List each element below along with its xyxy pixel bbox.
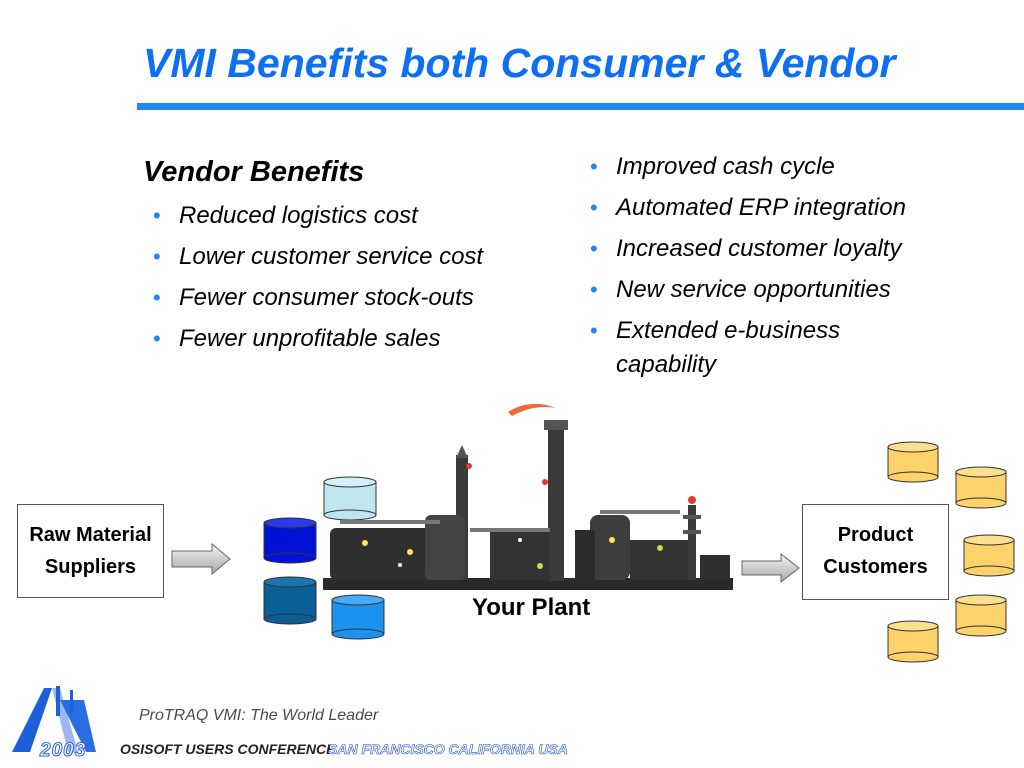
bullet-icon: • [590,195,598,220]
conference-year: 2003 [39,740,87,762]
list-item: •Reduced logistics cost [143,199,563,233]
list-item: •Increased customer loyalty [580,232,1000,266]
product-cylinder-icon [887,441,939,483]
product-customers-box: Product Customers [802,504,949,600]
list-item: •Fewer unprofitable sales [143,322,563,356]
vendor-benefits-heading: Vendor Benefits [143,156,365,188]
list-item: •Improved cash cycle [580,150,1000,184]
conference-logo-icon [12,686,96,752]
list-item: •Lower customer service cost [143,240,563,274]
list-item: •Automated ERP integration [580,191,1000,225]
bullet-icon: • [590,318,598,343]
arrow-to-customers-icon [741,552,800,584]
light-cyan-cylinder-icon [323,476,377,521]
product-cylinder-icon [955,466,1007,509]
supplier-label-line2: Suppliers [44,556,137,578]
product-cylinder-icon [955,594,1007,637]
plant-label: Your Plant [472,594,591,621]
arrow-to-plant-icon [171,542,231,576]
slide-title: VMI Benefits both Consumer & Vendor [143,40,896,86]
bullet-icon: • [590,236,598,261]
bullet-icon: • [153,326,161,351]
sky-blue-cylinder-icon [331,594,385,640]
list-item: •Extended e-business capability [580,314,916,382]
customer-label-line2: Customers [823,556,928,578]
blue-cylinder-icon [263,517,317,564]
more-benefits-list: •Improved cash cycle •Automated ERP inte… [580,150,1000,389]
footer-tagline: ProTRAQ VMI: The World Leader [139,707,379,724]
plant-icon [323,403,733,590]
title-underline [137,103,1024,110]
list-item: •New service opportunities [580,273,1000,307]
conference-location: SAN FRANCISCO CALIFORNIA USA [328,741,568,758]
customer-label-line1: Product [837,524,914,546]
vendor-benefits-list: •Reduced logistics cost •Lower customer … [143,199,563,363]
product-cylinder-icon [963,534,1015,577]
bullet-icon: • [153,285,161,310]
bullet-icon: • [590,154,598,179]
raw-material-suppliers-box: Raw Material Suppliers [17,504,164,598]
product-cylinder-icon [887,620,939,663]
list-item: •Fewer consumer stock-outs [143,281,563,315]
conference-name: OSISOFT USERS CONFERENCE [120,741,336,757]
bullet-icon: • [153,203,161,228]
teal-cylinder-icon [263,576,317,625]
bullet-icon: • [590,277,598,302]
supplier-label-line1: Raw Material [29,524,152,546]
bullet-icon: • [153,244,161,269]
